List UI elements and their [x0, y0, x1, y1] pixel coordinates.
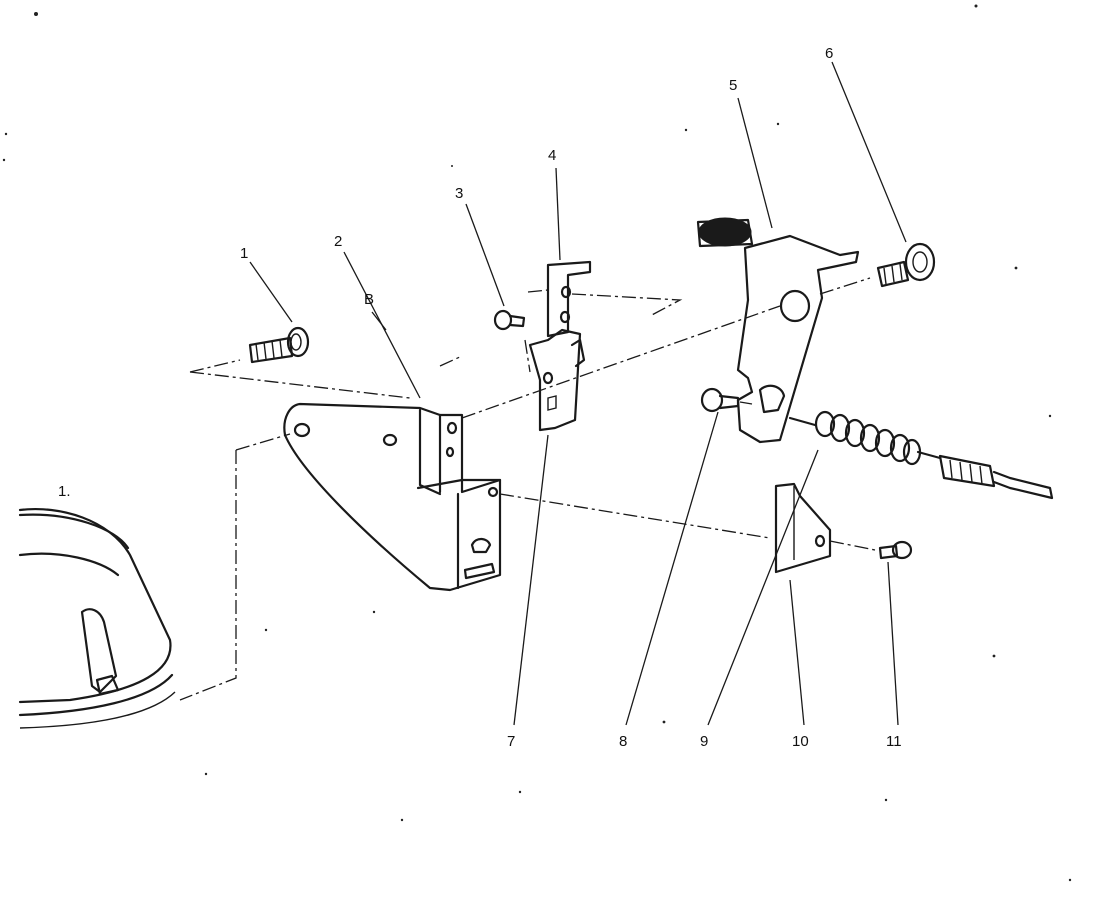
callout-5: 5 [729, 77, 737, 94]
screw-part-3 [493, 309, 526, 331]
scan-specks [2, 4, 1072, 882]
assembly-lines [179, 277, 876, 701]
sub-label-b: B [364, 291, 374, 308]
screw-part-11 [878, 540, 913, 560]
callout-7: 7 [507, 733, 515, 750]
callout-9: 9 [700, 733, 708, 750]
callout-labels: 1 2 3 4 5 6 7 8 9 10 11 B 1. [58, 45, 902, 750]
nut-part-6 [876, 242, 936, 288]
base-housing [18, 508, 176, 729]
callout-2: 2 [334, 233, 342, 250]
callout-11: 11 [886, 733, 902, 750]
control-lever-part-5 [696, 217, 860, 444]
main-bracket [283, 402, 502, 592]
screw-part-1 [248, 326, 310, 364]
sub-label-base: 1. [58, 483, 71, 500]
callout-8: 8 [619, 733, 627, 750]
callout-1: 1 [240, 245, 248, 262]
bracket-plate-part-10 [774, 482, 832, 574]
callout-6: 6 [825, 45, 833, 62]
cable-spring-part-9 [788, 410, 1054, 500]
leader-lines [249, 61, 907, 726]
lever-plate-part-4 [528, 260, 592, 432]
callout-10: 10 [792, 733, 809, 750]
knob-part-8 [700, 387, 740, 413]
callout-4: 4 [548, 147, 556, 164]
callout-3: 3 [455, 185, 463, 202]
